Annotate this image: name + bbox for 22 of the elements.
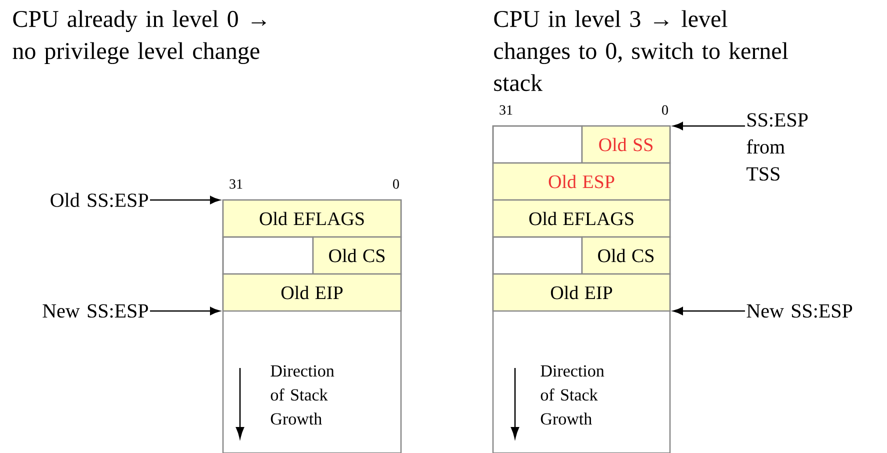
direction-label: Direction of Stack Growth (270, 365, 334, 425)
pointer-label: Old SS:ESP (50, 192, 148, 208)
pointer-label: SS:ESP from TSS (746, 113, 808, 181)
stack-cell: Old CS (312, 236, 402, 275)
arrow (150, 196, 220, 204)
arrow (673, 306, 745, 316)
bit-number: 31 (500, 105, 512, 115)
pointer-label: New SS:ESP (42, 304, 148, 318)
heading: CPU already in level 0 → no privilege level change (12, 10, 266, 64)
bit-number: 0 (393, 179, 399, 189)
stack-cell: Old SS (581, 125, 671, 164)
heading: CPU in level 3 → level changes to 0, switch to kernel stack (494, 10, 788, 92)
stack-cell: Old EFLAGS (492, 199, 671, 238)
bit-number: 0 (662, 105, 668, 115)
pointer-label: New SS:ESP (746, 304, 852, 318)
bit-number: 31 (230, 179, 242, 189)
stack-cell: Old CS (581, 236, 671, 275)
stack-cell: Old ESP (492, 162, 671, 201)
arrow (150, 306, 220, 316)
arrow (673, 122, 745, 130)
direction-label: Direction of Stack Growth (540, 365, 604, 425)
stack-cell: Old EIP (492, 273, 671, 312)
